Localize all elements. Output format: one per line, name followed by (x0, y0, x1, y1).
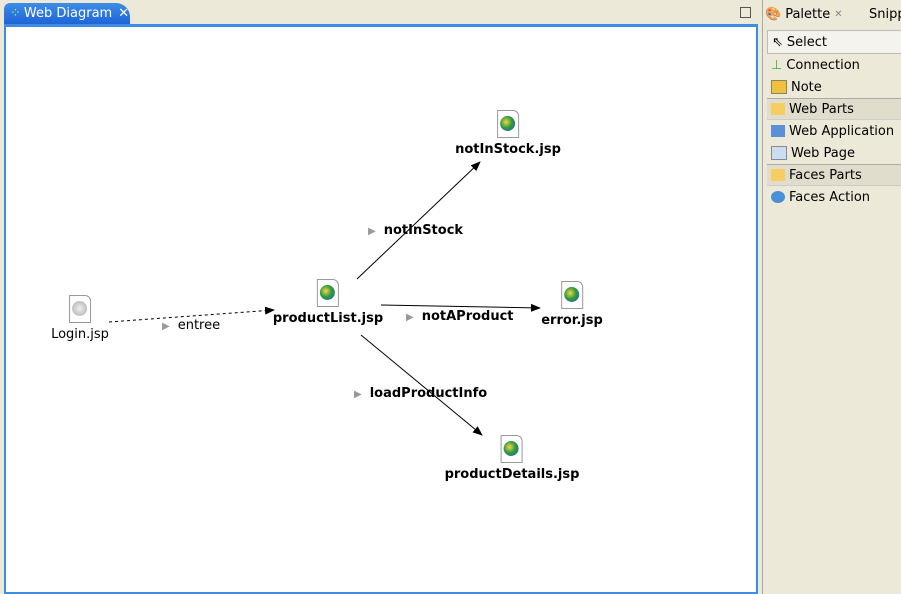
folder-icon (771, 103, 785, 115)
edge-label-notInStock[interactable]: ▶notInStock (368, 223, 464, 238)
diagram-canvas[interactable]: Login.jsp productList.jsp notInStock.jsp… (4, 24, 758, 594)
edge-label-loadProductInfo[interactable]: ▶loadProductInfo (354, 386, 488, 401)
palette-connection[interactable]: ⊥Connection (771, 57, 860, 73)
edge-label-notAProduct[interactable]: ▶notAProduct (406, 309, 514, 324)
edge-loadProductInfo[interactable] (360, 334, 483, 436)
palette-select[interactable]: ⇖Select (767, 30, 901, 54)
palette-panel: 🎨Palette✕ Snipp ⇖Select ⊥Connection Note… (762, 0, 901, 594)
edge-notAProduct[interactable] (380, 303, 541, 312)
drawer-web-parts[interactable]: Web Parts (767, 98, 901, 120)
palette-web-page[interactable]: Web Page (767, 142, 901, 164)
chevron-right-icon: ▶ (368, 226, 376, 237)
close-icon[interactable]: ✕ (834, 8, 843, 20)
note-icon (771, 80, 787, 94)
web-page-icon (560, 281, 583, 309)
chevron-right-icon: ▶ (162, 321, 170, 332)
tab-snippets[interactable]: Snipp (869, 7, 901, 22)
palette-web-application[interactable]: Web Application (767, 120, 901, 142)
drawer-faces-parts[interactable]: Faces Parts (767, 164, 901, 186)
web-page-icon (496, 110, 519, 138)
chevron-right-icon: ▶ (406, 312, 414, 323)
connection-icon: ⊥ (771, 57, 783, 73)
edges (108, 161, 541, 436)
palette-note[interactable]: Note (767, 76, 901, 98)
diagram-icon: ⁘ (10, 6, 21, 21)
tab-palette[interactable]: 🎨Palette✕ (765, 6, 843, 22)
node-notInStock[interactable]: notInStock.jsp (455, 110, 561, 157)
maximize-button[interactable] (740, 7, 751, 18)
tab-web-diagram[interactable]: ⁘Web Diagram✕ (4, 3, 130, 24)
edge-notInStock[interactable] (356, 161, 481, 280)
edge-label-entree[interactable]: ▶entree (162, 318, 221, 333)
node-error[interactable]: error.jsp (541, 281, 603, 328)
faces-action-icon (771, 191, 785, 203)
node-productList[interactable]: productList.jsp (273, 279, 383, 326)
web-page-icon (501, 435, 523, 463)
node-login[interactable]: Login.jsp (51, 295, 109, 342)
web-application-icon (771, 125, 785, 137)
web-page-icon (771, 146, 787, 160)
node-productDetails[interactable]: productDetails.jsp (445, 435, 579, 482)
jsp-page-icon (69, 295, 91, 323)
palette-icon: 🎨 (765, 6, 782, 22)
folder-icon (771, 169, 785, 181)
close-icon[interactable]: ✕ (118, 6, 130, 21)
arrow-cursor-icon: ⇖ (772, 34, 783, 50)
chevron-right-icon: ▶ (354, 389, 362, 400)
web-page-icon (316, 279, 339, 307)
palette-faces-action[interactable]: Faces Action (767, 186, 901, 208)
